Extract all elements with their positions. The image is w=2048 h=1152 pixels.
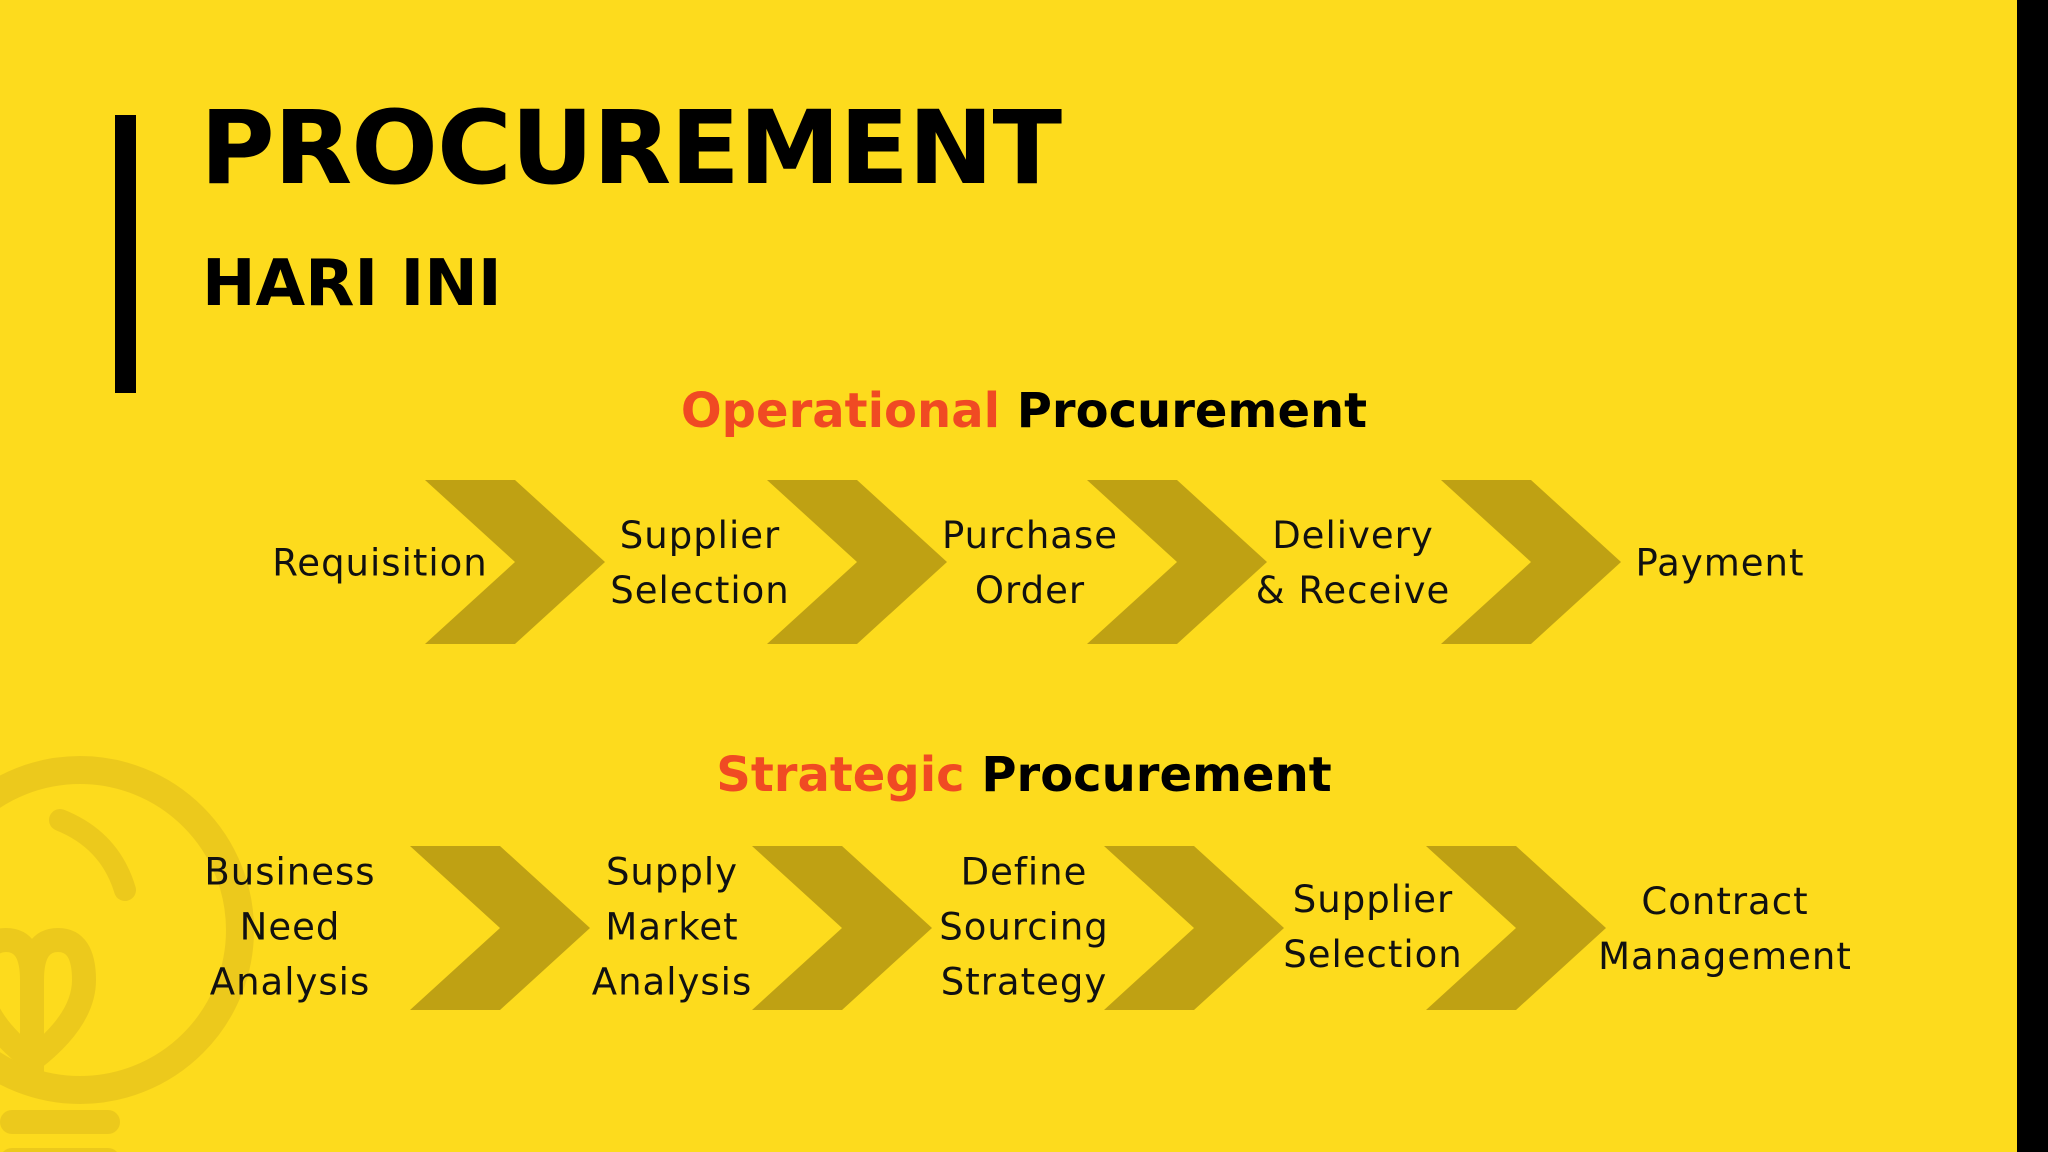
right-edge-bar xyxy=(2017,0,2048,1152)
chevron-right-icon xyxy=(410,846,590,1010)
step-contract-management: Contract Management xyxy=(1598,880,1852,978)
operational-heading-rest: Procurement xyxy=(1016,383,1368,439)
page-title: PROCUREMENT xyxy=(200,89,1062,208)
page-subtitle: HARI INI xyxy=(202,247,502,321)
step-supply-market-analysis: Supply Market Analysis xyxy=(591,850,753,1004)
strategic-heading-rest: Procurement xyxy=(981,747,1332,803)
strategic-heading-accent: Strategic xyxy=(716,747,965,803)
step-define-sourcing-strategy: Define Sourcing Strategy xyxy=(939,850,1109,1004)
chevron-right-icon xyxy=(425,480,605,644)
chevron-right-icon xyxy=(1104,846,1284,1010)
step-payment: Payment xyxy=(1635,541,1805,585)
step-delivery-receive: Delivery & Receive xyxy=(1255,514,1451,612)
chevron-right-icon xyxy=(1441,480,1621,644)
operational-heading-accent: Operational xyxy=(680,383,1001,439)
step-supplier-selection-strategic: Supplier Selection xyxy=(1283,878,1463,976)
chevron-right-icon xyxy=(767,480,947,644)
step-purchase-order: Purchase Order xyxy=(941,514,1119,612)
strategic-heading: Strategic Procurement xyxy=(0,751,2017,799)
step-supplier-selection: Supplier Selection xyxy=(610,514,790,612)
chevron-right-icon xyxy=(1087,480,1267,644)
accent-bar xyxy=(115,115,136,393)
step-requisition: Requisition xyxy=(272,541,488,585)
operational-heading: Operational Procurement xyxy=(0,387,2017,435)
chevron-right-icon xyxy=(752,846,932,1010)
chevron-right-icon xyxy=(1426,846,1606,1010)
step-business-need-analysis: Business Need Analysis xyxy=(204,850,376,1004)
